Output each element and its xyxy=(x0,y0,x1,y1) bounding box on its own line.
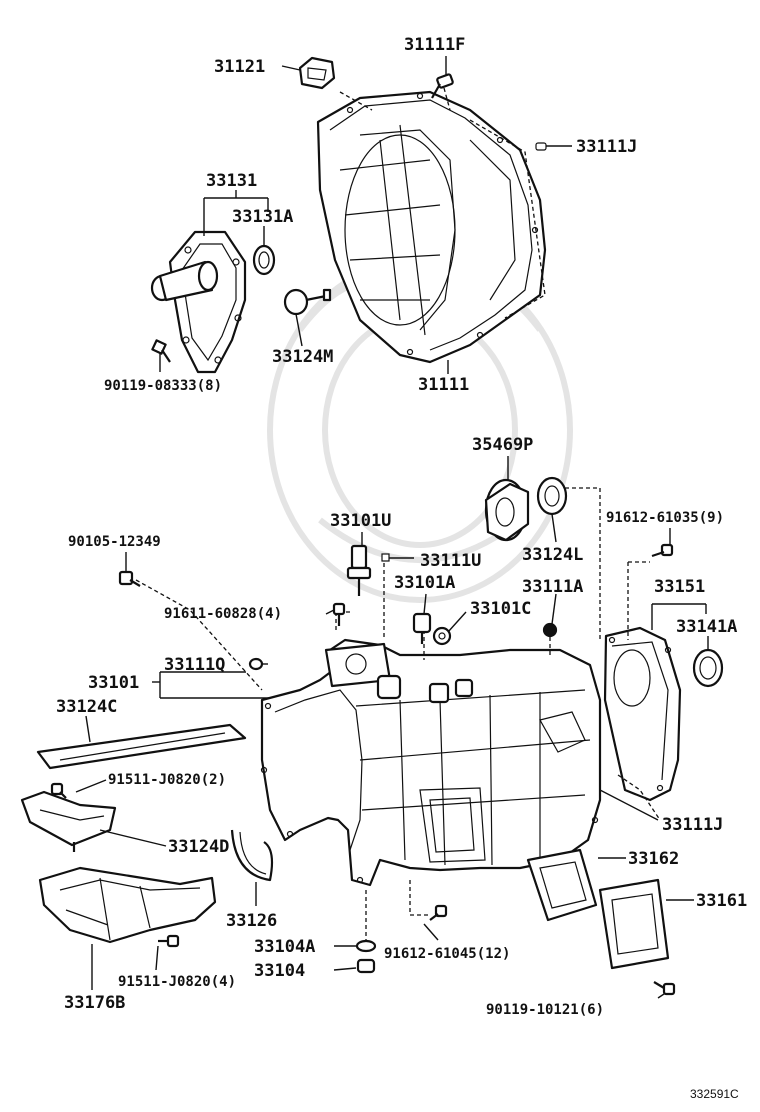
label-90105-12349: 90105-12349 xyxy=(68,534,161,550)
bearing-retainer-35469P xyxy=(484,478,530,542)
bell-housing-31111 xyxy=(316,90,547,364)
label-33101C: 33101C xyxy=(470,599,531,619)
dashed-guide xyxy=(469,119,546,319)
dashed-guide xyxy=(443,87,451,111)
seal-33141A-icon xyxy=(692,648,724,688)
label-33176B: 33176B xyxy=(64,993,125,1013)
bolt-91511-J0820-4-icon xyxy=(158,934,180,948)
label-33104A: 33104A xyxy=(254,937,315,957)
seal-33126-icon xyxy=(230,829,274,882)
plug-33104-icon xyxy=(356,958,376,974)
label-33101U: 33101U xyxy=(330,511,391,531)
pin-33111J-icon xyxy=(535,142,547,151)
label-33111A: 33111A xyxy=(522,577,583,597)
gasket-33162-icon xyxy=(526,848,598,922)
figure-reference: 332591C xyxy=(690,1087,739,1101)
transmission-case-33101 xyxy=(260,638,602,887)
label-33104: 33104 xyxy=(254,961,305,981)
label-33111J-bottom: 33111J xyxy=(662,815,723,835)
strip-33124C-icon xyxy=(36,723,247,770)
label-33124D: 33124D xyxy=(168,837,229,857)
extension-housing-33151 xyxy=(603,626,682,802)
bolt-90119-10121-icon xyxy=(653,981,676,996)
part-labels: 31121 31111F 33111J 33131 33131A 33124M … xyxy=(56,35,747,1101)
seal-33131A-icon xyxy=(252,244,276,276)
label-91612-61045: 91612-61045(12) xyxy=(384,946,510,962)
washer-33104A-icon xyxy=(355,939,377,953)
label-91612-61035: 91612-61035(9) xyxy=(606,510,724,526)
seal-33124L-icon xyxy=(536,476,568,516)
label-33101: 33101 xyxy=(88,673,139,693)
label-33124L: 33124L xyxy=(522,545,583,565)
label-33126: 33126 xyxy=(226,911,277,931)
label-91511-J0820-4: 91511-J0820(4) xyxy=(118,974,236,990)
label-33111J-top: 33111J xyxy=(576,137,637,157)
label-90119-10121: 90119-10121(6) xyxy=(486,1002,604,1018)
dashed-guide xyxy=(409,880,430,916)
label-31121: 31121 xyxy=(214,57,265,77)
dashed-guide xyxy=(135,579,263,691)
bolt-90119-08333-icon xyxy=(151,339,171,363)
label-31111F: 31111F xyxy=(404,35,465,55)
label-33131: 33131 xyxy=(206,171,257,191)
dashed-guide xyxy=(339,91,373,111)
clip-31121-icon xyxy=(298,56,336,90)
label-31111: 31111 xyxy=(418,375,469,395)
plug-33101C-icon xyxy=(432,626,452,646)
label-33101A: 33101A xyxy=(394,573,455,593)
bolt-91612-61035-icon xyxy=(651,543,674,558)
label-33162: 33162 xyxy=(628,849,679,869)
pin-33111U-icon xyxy=(381,553,390,562)
label-90119-08333: 90119-08333(8) xyxy=(104,378,222,394)
cover-33161-icon xyxy=(598,878,670,970)
dashed-guide xyxy=(617,774,661,821)
label-33111U: 33111U xyxy=(420,551,481,571)
bolt-90105-12349-icon xyxy=(118,570,141,587)
front-cover-33131 xyxy=(150,230,247,374)
label-33141A: 33141A xyxy=(676,617,737,637)
label-33131A: 33131A xyxy=(232,207,293,227)
bolt-31111F-icon xyxy=(431,73,454,99)
label-33161: 33161 xyxy=(696,891,747,911)
bracket-33124D-icon xyxy=(20,790,117,852)
label-35469P: 35469P xyxy=(472,435,533,455)
label-33124C: 33124C xyxy=(56,697,117,717)
bolt-91511-J0820-2-icon xyxy=(50,782,67,799)
label-33151: 33151 xyxy=(654,577,705,597)
plug-33111Q-icon xyxy=(248,657,264,671)
plug-33111A-icon xyxy=(542,622,558,638)
switch-33101A-icon xyxy=(412,612,432,644)
cover-33176B-icon xyxy=(38,866,217,944)
label-33124M: 33124M xyxy=(272,347,333,367)
sensor-33101U-icon xyxy=(346,544,372,596)
label-33111Q: 33111Q xyxy=(164,655,225,675)
leader-lines xyxy=(75,56,709,999)
label-91511-J0820-2: 91511-J0820(2) xyxy=(108,772,226,788)
bolt-91612-61045-icon xyxy=(429,904,448,921)
label-91611-60828: 91611-60828(4) xyxy=(164,606,282,622)
bolt-91611-60828-icon xyxy=(332,602,346,626)
